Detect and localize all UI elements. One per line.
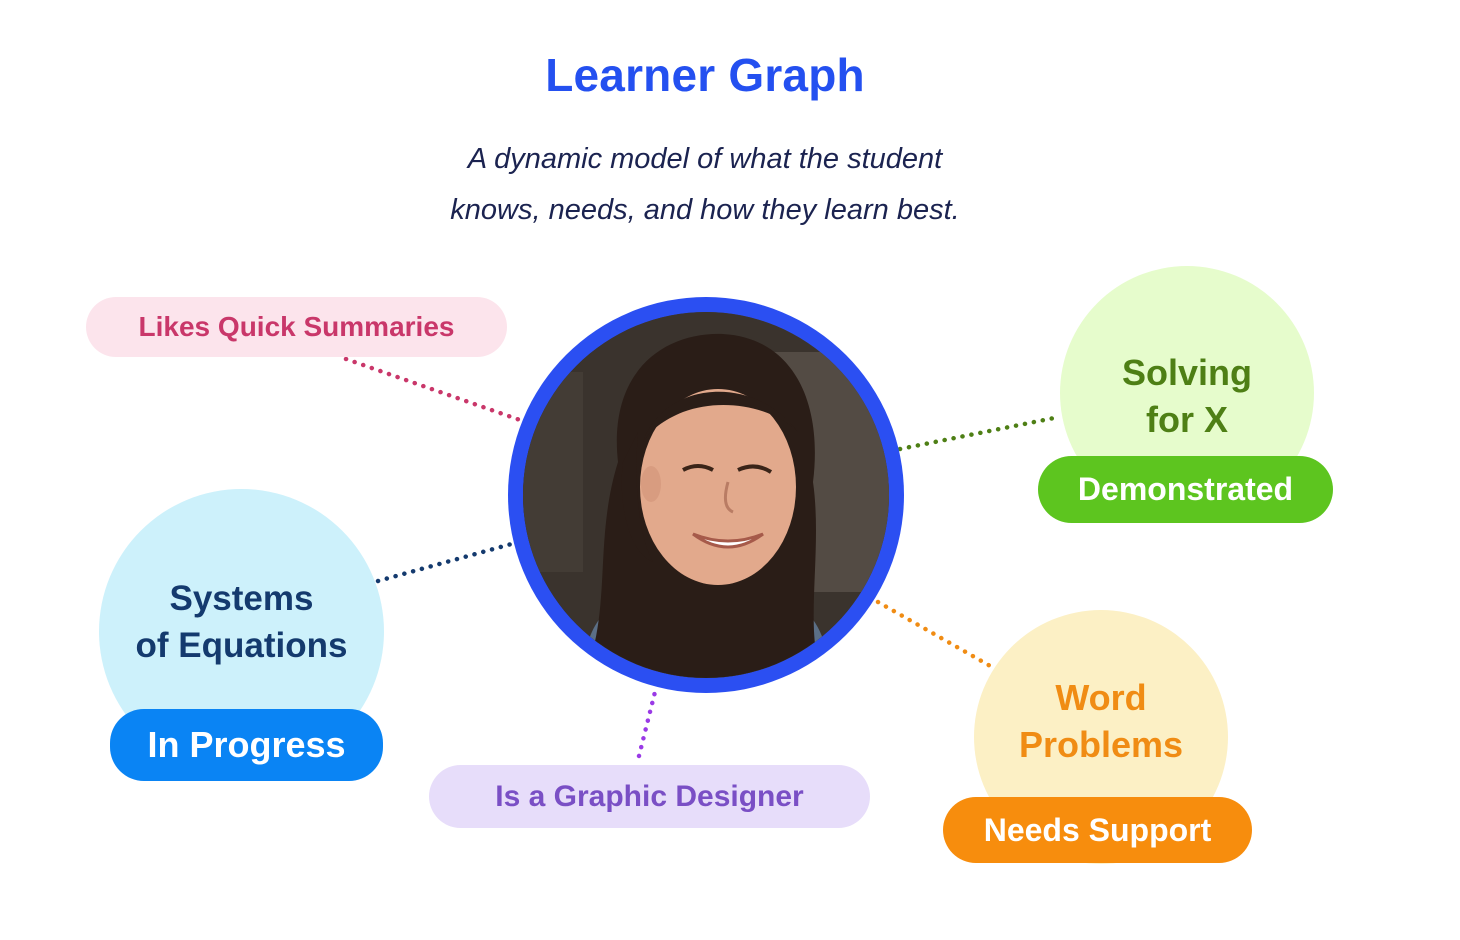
student-photo [523,312,889,678]
student-photo-illustration [523,312,889,678]
connector-summaries [346,359,520,420]
skill-label-line-1: Solving [1122,349,1252,396]
status-badge-in-progress: In Progress [110,709,383,781]
skill-label-line-1: Word [1019,674,1183,721]
student-avatar [508,297,904,693]
skill-label-line-2: of Equations [136,622,348,669]
skill-label-line-2: for X [1122,396,1252,443]
skill-label: Systems of Equations [136,575,348,669]
trait-graphic-designer: Is a Graphic Designer [429,765,870,828]
status-badge-demonstrated: Demonstrated [1038,456,1333,523]
skill-label: Word Problems [1019,674,1183,768]
trait-likes-quick-summaries: Likes Quick Summaries [86,297,507,357]
connector-designer [639,688,656,756]
status-badge-needs-support: Needs Support [943,797,1252,863]
skill-label-line-1: Systems [136,575,348,622]
connector-systems [378,543,515,581]
connector-solving [900,417,1059,449]
skill-label: Solving for X [1122,349,1252,443]
skill-label-line-2: Problems [1019,721,1183,768]
connector-word [878,602,992,667]
